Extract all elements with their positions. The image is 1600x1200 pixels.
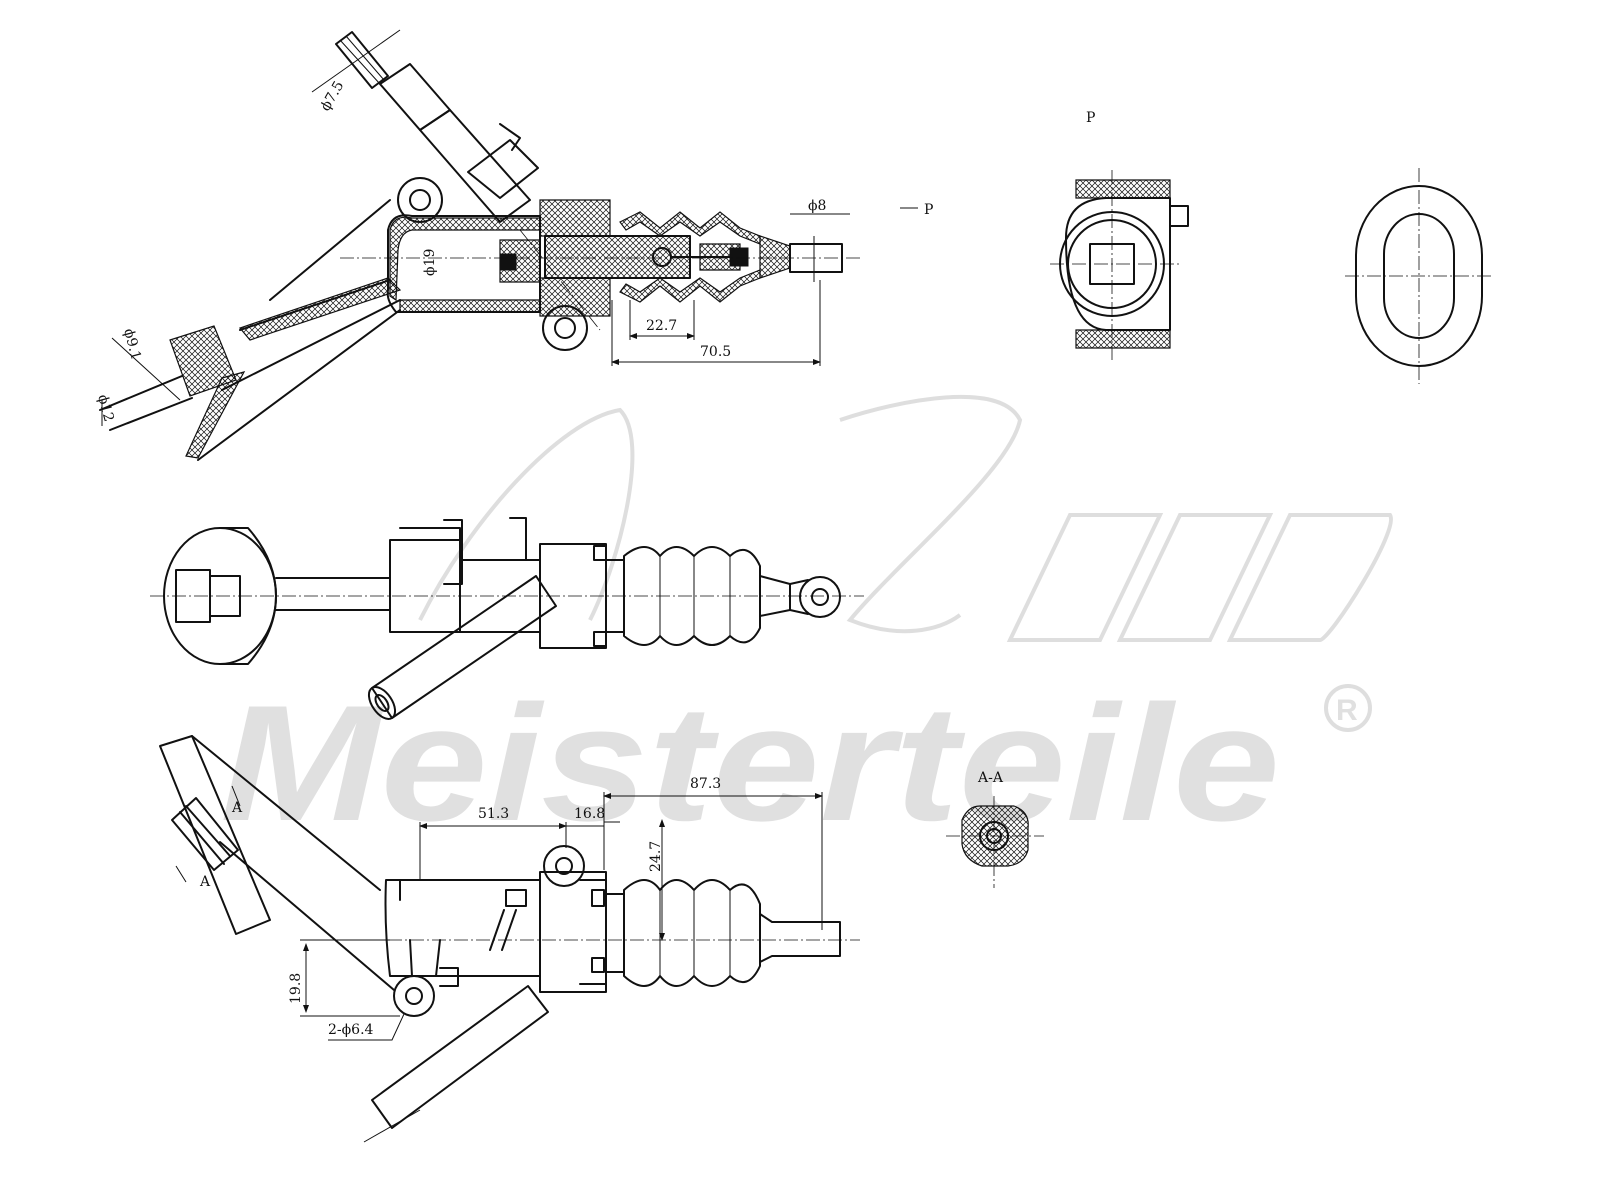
watermark-swirl-a [418, 407, 635, 621]
watermark-stripes [1006, 513, 1393, 642]
p-view: P [1050, 110, 1189, 360]
top-dimensions: ϕ7.5 ϕ19 ϕ8 22.7 70.5 ϕ9.1 ϕ12 P [94, 29, 933, 426]
section-mark-a-top: A [231, 800, 243, 816]
dim-70-5: 70.5 [700, 344, 731, 360]
dim-51-3: 51.3 [478, 806, 509, 822]
p-view-title: P [1086, 110, 1095, 126]
dim-19-8: 19.8 [288, 973, 304, 1004]
dim-d8: ϕ8 [808, 198, 826, 214]
watermark-registered: R [1336, 694, 1358, 727]
dim-d7-5: ϕ7.5 [318, 78, 348, 114]
bottom-dimensions: 87.3 51.3 16.8 24.7 19.8 2-ϕ6.4 [288, 776, 823, 1041]
mount-eye-upper [397, 177, 443, 223]
mount-hole-lower [393, 975, 435, 1017]
push-rod-upper [335, 31, 539, 223]
watermark: Meisterteile R [220, 394, 1393, 855]
section-a-a-title: A-A [977, 770, 1004, 786]
dim-22-7: 22.7 [646, 318, 677, 334]
outlet-pipe-section [99, 199, 402, 461]
dim-d19: ϕ19 [422, 249, 438, 276]
master-cylinder-body-section [386, 177, 749, 351]
oval-flange-view [1345, 168, 1492, 384]
dim-d9-1: ϕ9.1 [120, 327, 144, 362]
section-mark-a-bottom: A [199, 874, 211, 890]
dust-boot-bottom [623, 879, 761, 987]
dim-holes-6-4: 2-ϕ6.4 [328, 1022, 374, 1038]
dim-87-3: 87.3 [690, 776, 721, 792]
dim-d12: ϕ12 [94, 393, 117, 424]
watermark-swirl-z [839, 394, 1023, 634]
view-arrow-p: P [924, 202, 933, 218]
top-section-view [99, 31, 862, 461]
dim-24-7: 24.7 [648, 841, 664, 872]
dim-16-8: 16.8 [574, 806, 605, 822]
watermark-brand: Meisterteile [220, 671, 1280, 855]
watermark-registered-circle [1324, 684, 1372, 732]
bottom-side-view: A A [159, 735, 860, 1143]
mount-hole-upper [543, 845, 585, 887]
dust-boot [623, 546, 761, 646]
middle-side-view [150, 517, 864, 720]
section-a-a: A-A [946, 770, 1044, 888]
